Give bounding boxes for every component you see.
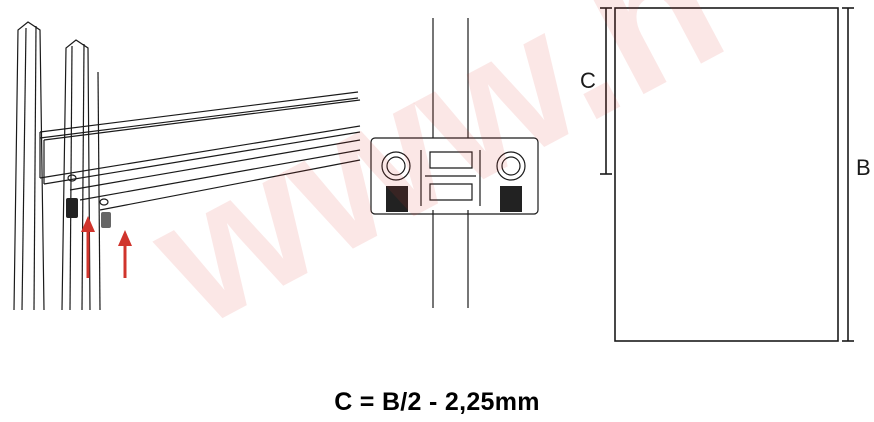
formula-text: C = B/2 - 2,25mm: [334, 388, 540, 416]
svg-text:www.h: www.h: [119, 0, 754, 367]
watermark: www.h: [119, 0, 754, 367]
profile-cross-section: [370, 18, 539, 308]
spring-icon: [386, 186, 522, 212]
spring-icon: [66, 198, 111, 228]
insert-direction-arrows: [81, 216, 132, 278]
dimension-label-b: B: [856, 155, 871, 180]
frame-profile-sketch: [13, 21, 361, 311]
dimension-label-c: C: [580, 68, 596, 93]
panel-dimension-drawing: [600, 7, 854, 342]
